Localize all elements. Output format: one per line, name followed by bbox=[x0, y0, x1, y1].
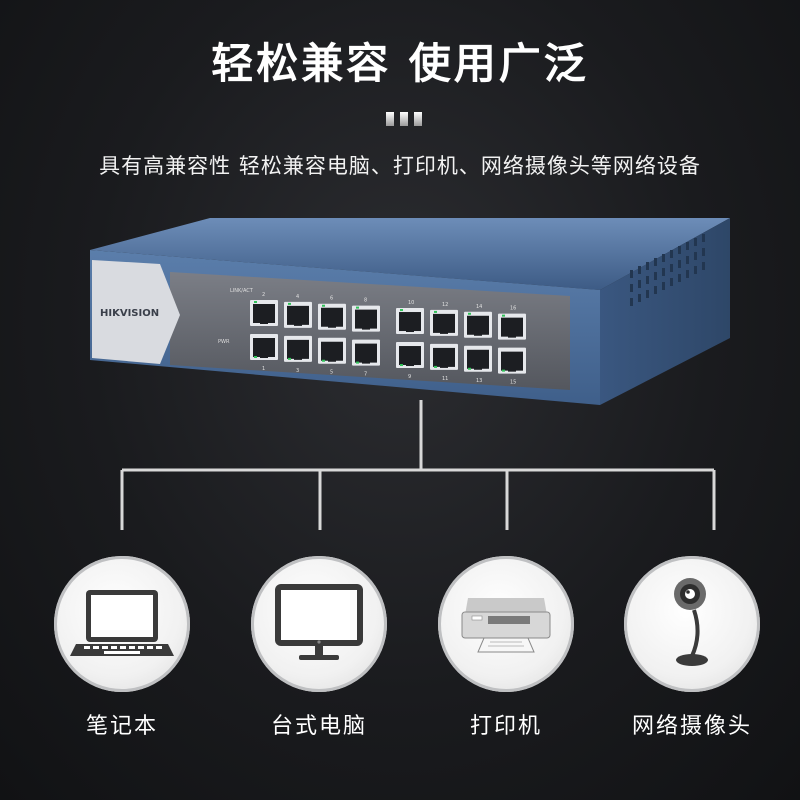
ethernet-port bbox=[464, 345, 492, 372]
port-number-top: 14 bbox=[476, 304, 482, 310]
ethernet-port bbox=[250, 300, 278, 326]
network-switch-image: HIKVISION LINK/ACT PWR 21436587109121114… bbox=[90, 218, 730, 405]
ethernet-port bbox=[396, 342, 424, 369]
port-number-bottom: 15 bbox=[510, 380, 516, 386]
link-act-label: LINK/ACT bbox=[230, 288, 254, 294]
desktop-device bbox=[251, 556, 387, 692]
brand-logo: HIKVISION bbox=[100, 308, 159, 319]
ethernet-port bbox=[318, 303, 346, 330]
port-number-top: 2 bbox=[262, 292, 265, 298]
port-number-bottom: 7 bbox=[364, 372, 367, 378]
divider-dash bbox=[414, 112, 422, 126]
port-number-top: 10 bbox=[408, 300, 414, 306]
divider-dash bbox=[400, 112, 408, 126]
ethernet-port bbox=[498, 347, 526, 374]
port-number-bottom: 1 bbox=[262, 366, 265, 372]
pwr-label: PWR bbox=[218, 339, 230, 345]
ethernet-port bbox=[430, 343, 458, 370]
printer-device bbox=[438, 556, 574, 692]
device-label-printer: 打印机 bbox=[469, 714, 542, 739]
port-number-top: 12 bbox=[442, 302, 448, 308]
page-title: 轻松兼容 使用广泛 bbox=[211, 39, 589, 88]
device-label-desktop: 台式电脑 bbox=[270, 714, 367, 739]
ethernet-port bbox=[318, 337, 346, 364]
device-label-laptop: 笔记本 bbox=[85, 714, 158, 739]
ethernet-port bbox=[396, 308, 424, 335]
title-divider bbox=[386, 112, 426, 128]
port-number-bottom: 11 bbox=[442, 376, 448, 382]
page-subtitle: 具有高兼容性 轻松兼容电脑、打印机、网络摄像头等网络设备 bbox=[99, 154, 701, 178]
ethernet-port bbox=[464, 311, 492, 338]
side-vents bbox=[630, 234, 705, 306]
ethernet-port bbox=[498, 313, 526, 340]
printer-icon bbox=[461, 598, 551, 653]
ethernet-port bbox=[284, 335, 312, 362]
ethernet-port bbox=[352, 339, 380, 366]
ethernet-port bbox=[352, 305, 380, 332]
port-number-top: 8 bbox=[364, 298, 367, 304]
webcam-device bbox=[624, 556, 760, 692]
ethernet-port bbox=[430, 309, 458, 336]
switch-top-face bbox=[90, 218, 730, 290]
ethernet-port bbox=[250, 334, 278, 360]
divider-dash bbox=[386, 112, 394, 126]
desktop-monitor-icon bbox=[275, 584, 363, 660]
port-number-bottom: 5 bbox=[330, 370, 333, 376]
port-number-top: 16 bbox=[510, 306, 516, 312]
ethernet-port-group bbox=[250, 300, 526, 374]
port-number-top: 6 bbox=[330, 296, 333, 302]
laptop-icon bbox=[70, 590, 174, 656]
device-label-webcam: 网络摄像头 bbox=[631, 714, 752, 739]
webcam-icon bbox=[674, 578, 708, 666]
ethernet-port bbox=[284, 301, 312, 328]
port-number-bottom: 3 bbox=[296, 368, 299, 374]
port-number-bottom: 9 bbox=[408, 374, 411, 380]
laptop-device bbox=[54, 556, 190, 692]
port-number-top: 4 bbox=[296, 294, 299, 300]
port-number-bottom: 13 bbox=[476, 378, 482, 384]
switch-side-face bbox=[600, 218, 730, 405]
brand-plate bbox=[92, 260, 180, 364]
